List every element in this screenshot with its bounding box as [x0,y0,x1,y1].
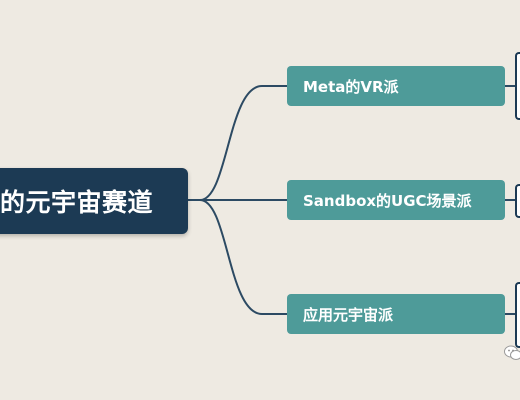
root-node[interactable]: 的元宇宙赛道 [0,168,188,234]
branch-node-meta-vr[interactable]: Meta的VR派 [287,66,505,106]
branch-node-sandbox-ugc[interactable]: Sandbox的UGC场景派 [287,180,505,220]
child-node-stub-2[interactable] [515,184,520,218]
child-node-stub-1[interactable] [515,52,520,120]
connector-to-branch-1 [188,85,287,201]
branch-node-app-metaverse[interactable]: 应用元宇宙派 [287,294,505,334]
wechat-icon [504,345,520,360]
child-node-stub-3[interactable] [515,282,520,348]
branch-node-label: Sandbox的UGC场景派 [303,191,472,210]
branch-node-label: 应用元宇宙派 [303,305,394,324]
branch-node-label: Meta的VR派 [303,77,399,96]
connector-to-branch-3 [188,199,287,315]
root-node-label: 的元宇宙赛道 [0,188,154,217]
